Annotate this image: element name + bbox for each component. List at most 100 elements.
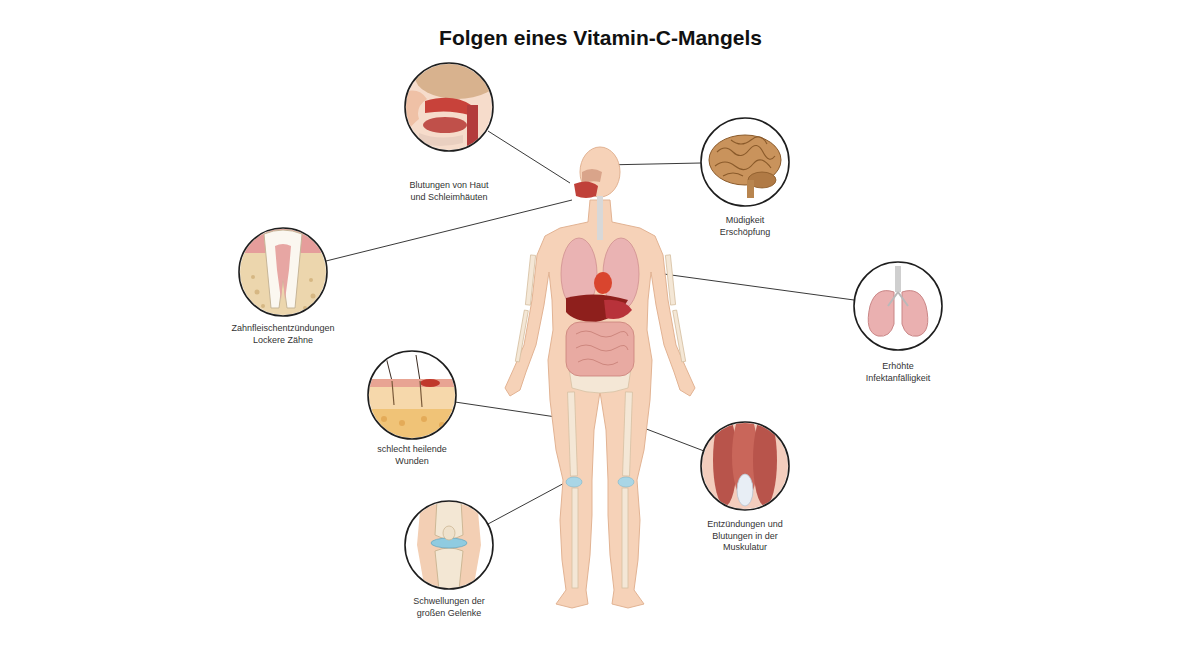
circle-outline xyxy=(368,351,456,439)
body-figure-part xyxy=(604,300,632,319)
mucosa-picture-part-part xyxy=(415,55,499,99)
tooth-picture-part xyxy=(238,227,328,317)
tooth-picture-part-part xyxy=(275,244,291,300)
muscle-picture-part-part xyxy=(737,474,753,506)
tooth-picture-part-part xyxy=(238,227,328,317)
callout-circle: Blutungen von Haut und Schleimhäuten xyxy=(401,62,497,206)
callout-circle: Schwellungen der großen Gelenke xyxy=(402,500,496,622)
circle-outline xyxy=(367,350,457,440)
circle-outline xyxy=(854,262,942,350)
symptom-label: schlecht heilende Wunden xyxy=(367,444,457,467)
symptom-label: Entzündungen und Blutungen in der Muskul… xyxy=(695,519,795,554)
leader-line-part xyxy=(455,402,556,417)
leader-line-part xyxy=(326,200,572,261)
circle-outline xyxy=(405,63,493,151)
mucosa-picture-part-part xyxy=(425,98,471,115)
body-figure-part xyxy=(566,322,634,376)
mucosa-picture-part-part xyxy=(404,91,427,137)
symptom-label: Erhöhte Infektanfälligkeit xyxy=(850,361,946,384)
tooth-picture-part-part xyxy=(264,230,302,308)
circle-outline xyxy=(405,501,493,589)
circle-outline xyxy=(701,118,789,206)
brain-picture-part xyxy=(701,118,789,206)
body-figure-part-part xyxy=(572,488,578,588)
body-figure-part xyxy=(618,477,634,487)
mucosa-picture-part xyxy=(404,55,499,155)
knee-picture-part-part xyxy=(417,500,481,590)
body-figure-part-part xyxy=(623,392,633,476)
circle-outline xyxy=(239,228,327,316)
lung-picture-part-part xyxy=(895,266,901,292)
body-figure-part-part xyxy=(622,488,628,588)
brain-picture-part xyxy=(709,135,781,198)
circle-outline xyxy=(238,227,328,317)
lung-picture-part-part xyxy=(902,291,928,337)
body-figure-part xyxy=(597,196,603,240)
callout-circle: Zahnfleischentzündungen Lockere Zähne xyxy=(218,227,348,349)
knee-picture-part-part xyxy=(443,526,455,540)
tooth-picture-part-part-part xyxy=(255,290,260,295)
skin-picture-part-part xyxy=(392,381,422,407)
circle-outline xyxy=(701,422,789,510)
brain-picture-part-part xyxy=(715,137,775,176)
diagram-title: Folgen eines Vitamin-C-Mangels xyxy=(0,26,1201,50)
mucosa-picture-part-part xyxy=(423,117,467,133)
skin-picture-part-part xyxy=(386,355,420,381)
symptom-label: Müdigkeit Erschöpfung xyxy=(708,215,782,238)
tooth-picture-part xyxy=(239,228,327,316)
lung-picture-part xyxy=(868,266,928,336)
skin-picture-part-part xyxy=(368,379,456,387)
leader-line-part xyxy=(488,131,570,183)
circle-outline xyxy=(700,421,790,511)
body-figure xyxy=(505,147,695,608)
knee-picture-part-part xyxy=(435,548,463,590)
lung-picture-part-part xyxy=(868,291,894,337)
callout-circle: schlecht heilende Wunden xyxy=(366,350,458,470)
mucosa-picture-part-part xyxy=(467,105,478,155)
body-figure-part xyxy=(594,272,612,294)
mucosa-picture xyxy=(404,55,499,155)
body-figure-part-part xyxy=(568,392,578,476)
skin-picture xyxy=(368,351,456,439)
body-figure-part xyxy=(574,181,598,198)
body-figure-part xyxy=(566,477,582,487)
circle-outline xyxy=(404,62,494,152)
knee-picture xyxy=(405,500,493,590)
symptom-label: Blutungen von Haut und Schleimhäuten xyxy=(401,180,497,203)
brain-picture-part-part xyxy=(747,180,754,198)
skin-picture-part-part-part xyxy=(381,416,387,422)
tooth-picture-part-part-part xyxy=(311,294,316,299)
tooth-picture-part-part-part xyxy=(261,304,265,308)
knee-picture-part xyxy=(405,501,493,589)
lung-picture xyxy=(854,262,942,350)
tooth-picture-part-part-part xyxy=(251,275,255,279)
knee-picture-part xyxy=(417,500,481,590)
body-figure-part-part xyxy=(673,310,686,362)
knee-picture-part-part xyxy=(435,500,463,539)
muscle-picture xyxy=(700,412,790,511)
skin-picture-part-part-part xyxy=(421,416,427,422)
circle-outline xyxy=(700,117,790,207)
lung-picture-part xyxy=(854,262,942,350)
body-figure-part-part xyxy=(665,255,675,305)
lung-picture-part-part xyxy=(888,292,908,306)
muscle-picture-part-part xyxy=(753,414,777,506)
body-figure-part-part xyxy=(525,255,535,305)
tooth-picture xyxy=(238,227,328,317)
symptom-label: Zahnfleischentzündungen Lockere Zähne xyxy=(218,323,348,346)
tooth-picture-part-part-part xyxy=(309,278,313,282)
symptom-label: Schwellungen der großen Gelenke xyxy=(402,596,496,619)
callout-circle: Müdigkeit Erschöpfung xyxy=(699,117,791,241)
body-figure-part xyxy=(576,331,628,365)
circle-outline xyxy=(404,500,494,590)
muscle-picture-part xyxy=(700,412,790,511)
skin-picture-part xyxy=(368,351,456,439)
leader-line-part xyxy=(488,480,570,524)
callout-circle: Erhöhte Infektanfälligkeit xyxy=(850,261,946,387)
brain-picture xyxy=(701,118,789,206)
body-figure-part-part xyxy=(515,310,528,362)
callout-circle: Entzündungen und Blutungen in der Muskul… xyxy=(695,421,795,556)
skin-picture-part-part xyxy=(381,416,445,428)
